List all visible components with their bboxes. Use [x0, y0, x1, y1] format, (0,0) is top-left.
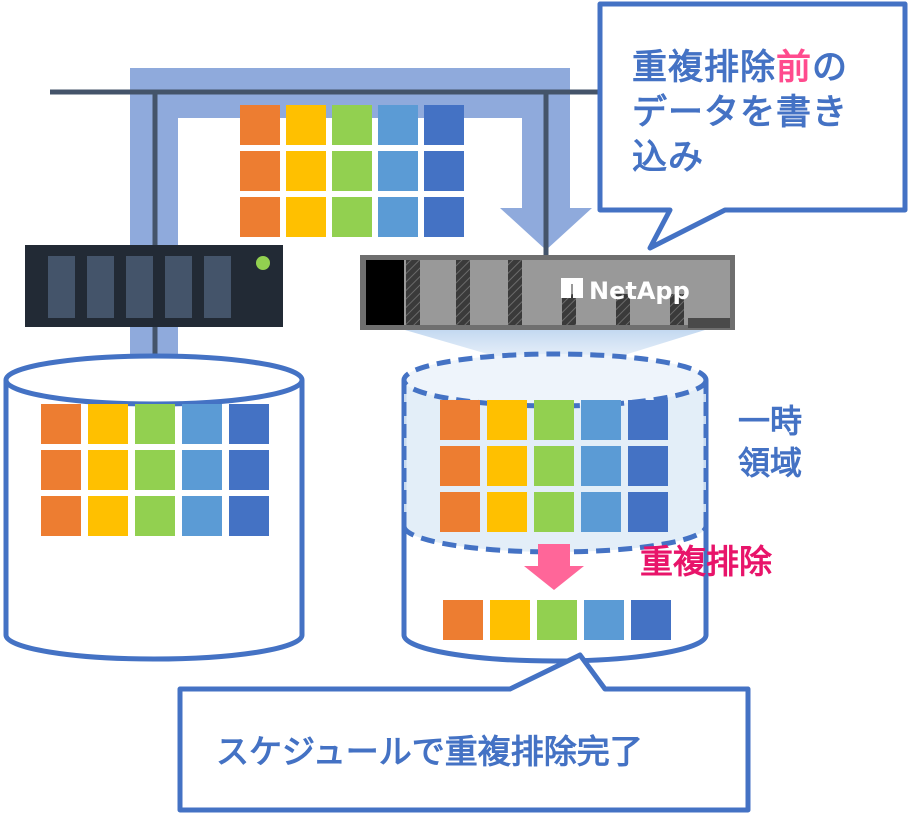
- data-block: [534, 492, 574, 532]
- data-block: [88, 496, 128, 536]
- data-block: [628, 492, 668, 532]
- callout-top-text: 重複排除前の データを書き 込み: [632, 46, 882, 181]
- server-bay: [87, 256, 114, 318]
- data-block: [41, 450, 81, 490]
- data-block: [135, 450, 175, 490]
- data-block: [584, 600, 624, 640]
- data-block: [440, 446, 480, 486]
- data-block: [487, 446, 527, 486]
- write-data-blocks: [240, 105, 464, 237]
- server-bay: [204, 256, 231, 318]
- data-block: [631, 600, 671, 640]
- data-block: [41, 404, 81, 444]
- temp-area-label: 一時 領域: [738, 400, 818, 484]
- host-server: [25, 245, 283, 327]
- data-block: [182, 496, 222, 536]
- data-block: [286, 105, 326, 145]
- data-block: [229, 404, 269, 444]
- temp-area-data-blocks: [440, 400, 668, 532]
- server-status-led: [256, 256, 270, 270]
- temp-area-label-line1: 一時: [738, 402, 803, 440]
- data-block: [581, 492, 621, 532]
- data-block: [378, 151, 418, 191]
- data-block: [286, 197, 326, 237]
- callout-top-line1: 重複排除: [632, 48, 777, 88]
- data-block: [440, 492, 480, 532]
- data-block: [182, 404, 222, 444]
- callout-top-bubble: [597, 1, 908, 251]
- data-block: [581, 400, 621, 440]
- data-block: [229, 496, 269, 536]
- data-block: [88, 450, 128, 490]
- data-block: [443, 600, 483, 640]
- data-block: [440, 400, 480, 440]
- callout-top-highlight: 前: [776, 48, 813, 88]
- dedupe-label: 重複排除: [640, 542, 772, 581]
- callout-top-line1-end: の: [812, 48, 849, 88]
- data-block: [628, 400, 668, 440]
- server-bay: [48, 256, 75, 318]
- data-block: [487, 492, 527, 532]
- netapp-logo-icon: [561, 278, 571, 298]
- data-block: [581, 446, 621, 486]
- data-block: [240, 105, 280, 145]
- callout-bottom-text: スケジュールで重複排除完了: [216, 732, 643, 771]
- data-block: [490, 600, 530, 640]
- data-block: [378, 197, 418, 237]
- data-block: [628, 446, 668, 486]
- data-block: [332, 105, 372, 145]
- deduplicated-data-blocks: [443, 600, 671, 640]
- data-block: [487, 400, 527, 440]
- data-block: [229, 450, 269, 490]
- data-block: [378, 105, 418, 145]
- temp-area-label-line2: 領域: [738, 444, 803, 482]
- callout-top-line2: データを書き: [632, 93, 849, 133]
- data-block: [182, 450, 222, 490]
- callout-top-line3: 込み: [632, 138, 705, 178]
- host-disk-data-blocks: [41, 404, 269, 536]
- data-block: [135, 404, 175, 444]
- data-block: [332, 151, 372, 191]
- data-block: [240, 151, 280, 191]
- data-block: [240, 197, 280, 237]
- netapp-storage: NetApp: [360, 255, 735, 330]
- server-bay: [165, 256, 192, 318]
- data-block: [135, 496, 175, 536]
- server-bay: [126, 256, 153, 318]
- dedupe-arrow-icon: [524, 544, 584, 590]
- data-block: [424, 151, 464, 191]
- netapp-logo-text: NetApp: [589, 277, 690, 305]
- data-block: [424, 197, 464, 237]
- data-block: [424, 105, 464, 145]
- data-block: [88, 404, 128, 444]
- data-block: [534, 446, 574, 486]
- data-block: [534, 400, 574, 440]
- netapp-logo-icon: [573, 278, 583, 298]
- data-block: [537, 600, 577, 640]
- data-block: [332, 197, 372, 237]
- callout-bottom-bubble: [177, 652, 751, 813]
- data-block: [41, 496, 81, 536]
- data-block: [286, 151, 326, 191]
